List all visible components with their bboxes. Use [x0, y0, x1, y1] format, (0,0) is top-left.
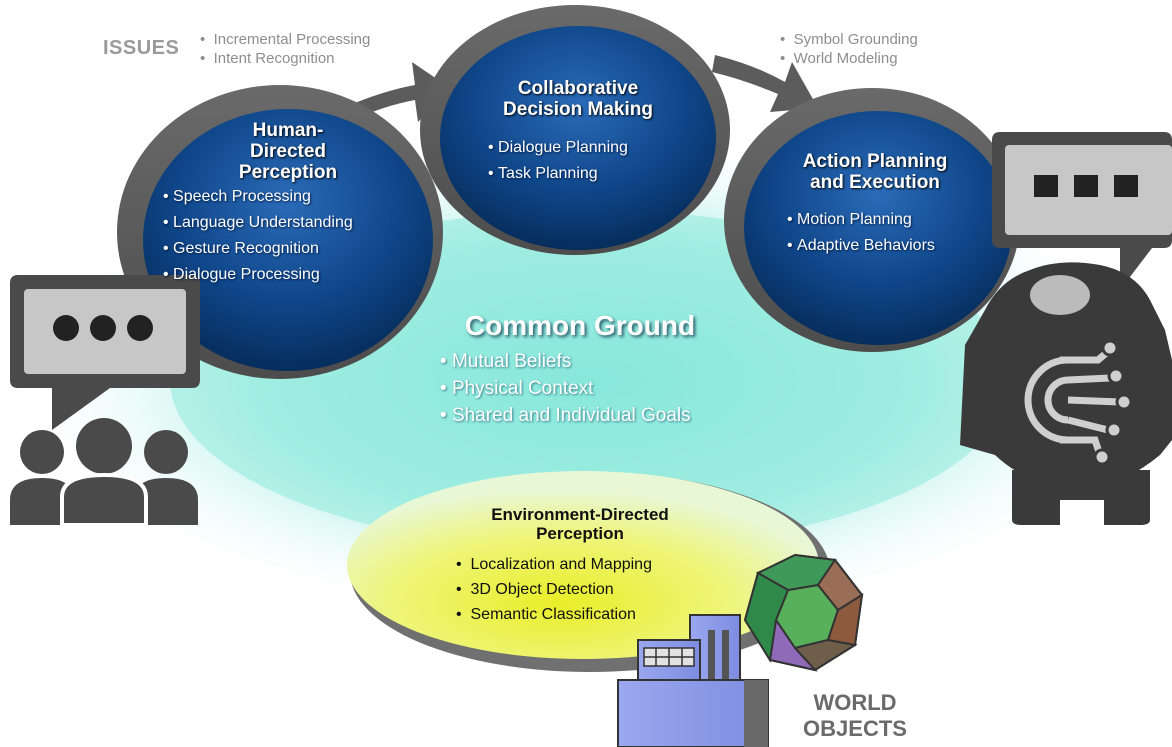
- human-perception-list: Speech Processing Language Understanding…: [163, 184, 353, 288]
- people-group-icon: [10, 418, 198, 527]
- issues-right-list: Symbol Grounding World Modeling: [780, 30, 918, 68]
- common-ground-title: Common Ground: [464, 310, 696, 341]
- list-item: Task Planning: [488, 161, 628, 187]
- flow-arrow-right: [712, 55, 818, 112]
- list-item: Gesture Recognition: [163, 236, 353, 262]
- speech-bubble-squares-icon: [992, 132, 1172, 290]
- world-objects-label: WORLD OBJECTS: [803, 690, 907, 741]
- list-item: Physical Context: [440, 375, 691, 402]
- speech-bubble-dots-icon: [10, 275, 200, 430]
- robot-gear-icon: [960, 262, 1172, 525]
- action-title: Action Planning and Execution: [802, 151, 948, 193]
- environment-title: Environment-Directed Perception: [491, 505, 669, 543]
- list-item: Shared and Individual Goals: [440, 402, 691, 429]
- issue-item: Incremental Processing: [200, 30, 371, 49]
- decision-circle: [420, 5, 730, 255]
- list-item: Mutual Beliefs: [440, 348, 691, 375]
- list-item: Language Understanding: [163, 210, 353, 236]
- issues-label: ISSUES: [103, 37, 180, 59]
- common-ground-list: Mutual Beliefs Physical Context Shared a…: [440, 348, 691, 429]
- issue-item: Symbol Grounding: [780, 30, 918, 49]
- list-item: Localization and Mapping: [456, 552, 652, 577]
- list-item: 3D Object Detection: [456, 577, 652, 602]
- building-icon: [617, 614, 769, 747]
- list-item: Dialogue Planning: [488, 135, 628, 161]
- list-item: Speech Processing: [163, 184, 353, 210]
- environment-list: Localization and Mapping 3D Object Detec…: [456, 552, 652, 627]
- issue-item: World Modeling: [780, 49, 918, 68]
- decision-title: Collaborative Decision Making: [503, 78, 653, 120]
- decision-list: Dialogue Planning Task Planning: [488, 135, 628, 187]
- human-perception-title: Human- Directed Perception: [238, 120, 338, 183]
- list-item: Motion Planning: [787, 207, 935, 233]
- list-item: Dialogue Processing: [163, 262, 353, 288]
- issues-left-list: Incremental Processing Intent Recognitio…: [200, 30, 371, 68]
- issue-item: Intent Recognition: [200, 49, 370, 68]
- list-item: Adaptive Behaviors: [787, 233, 935, 259]
- list-item: Semantic Classification: [456, 602, 652, 627]
- action-list: Motion Planning Adaptive Behaviors: [787, 207, 935, 259]
- dodecahedron-icon: [743, 553, 864, 672]
